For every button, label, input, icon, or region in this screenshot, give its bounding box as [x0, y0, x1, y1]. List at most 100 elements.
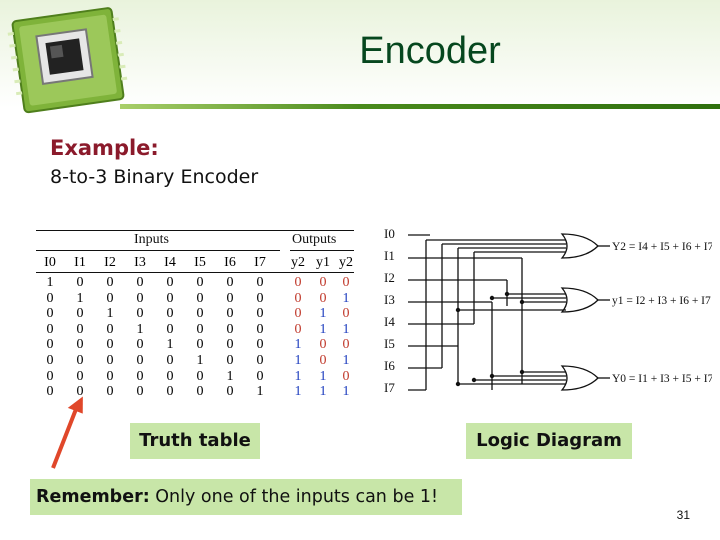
inputs-group-label: Inputs	[134, 232, 169, 247]
input-cell: 0	[166, 275, 174, 290]
column-header: I4	[164, 255, 176, 270]
input-cell: 0	[166, 368, 174, 384]
input-cell: 0	[226, 353, 234, 368]
output-cell: 1	[319, 368, 327, 384]
input-cell: 0	[136, 384, 144, 400]
slide-title: Encoder	[359, 30, 501, 72]
output-equation: y1 = I2 + I3 + I6 + I7	[612, 295, 711, 307]
chip-icon	[7, 7, 128, 114]
input-cell: 0	[166, 290, 174, 306]
input-cell: 0	[136, 353, 144, 368]
remember-text: Only one of the inputs can be 1!	[149, 487, 439, 507]
output-cell: 1	[294, 384, 302, 400]
column-header: I6	[224, 255, 236, 270]
logic-diagram-caption: Logic Diagram	[466, 423, 632, 459]
output-cell: 0	[342, 275, 350, 290]
column-header: I1	[74, 255, 86, 270]
input-label: I3	[384, 292, 395, 307]
output-cell: 0	[294, 306, 302, 322]
example-subtitle: 8-to-3 Binary Encoder	[50, 166, 259, 188]
input-cell: 0	[46, 290, 54, 306]
input-cell: 0	[256, 290, 264, 306]
truth-table-caption: Truth table	[130, 423, 260, 459]
input-cell: 0	[76, 321, 84, 337]
input-cell: 0	[166, 306, 174, 322]
input-cell: 0	[136, 368, 144, 384]
input-cell: 0	[46, 368, 54, 384]
input-cell: 0	[256, 275, 264, 290]
output-cell: 1	[319, 306, 327, 322]
input-cell: 0	[46, 384, 54, 400]
input-cell: 1	[226, 368, 234, 384]
input-cell: 1	[256, 384, 264, 400]
input-cell: 0	[106, 337, 114, 353]
input-cell: 1	[166, 337, 174, 353]
input-cell: 0	[226, 384, 234, 400]
output-cell: 1	[294, 368, 302, 384]
input-cell: 0	[166, 321, 174, 337]
column-header: I7	[254, 255, 266, 270]
input-cell: 0	[106, 384, 114, 400]
header-rule	[120, 104, 720, 109]
input-cell: 0	[196, 368, 204, 384]
input-cell: 0	[226, 337, 234, 353]
output-cell: 0	[319, 290, 327, 306]
slide-header: Encoder	[0, 0, 720, 114]
inputs-group-rule	[36, 250, 280, 251]
output-cell: 0	[294, 275, 302, 290]
input-cell: 0	[136, 290, 144, 306]
output-cell: 1	[342, 384, 350, 400]
input-label: I1	[384, 248, 395, 263]
input-cell: 0	[106, 368, 114, 384]
outputs-group-rule	[290, 250, 354, 251]
input-cell: 0	[196, 337, 204, 353]
input-label: I7	[384, 380, 395, 395]
input-cell: 0	[256, 368, 264, 384]
input-cell: 0	[106, 321, 114, 337]
input-cell: 0	[76, 306, 84, 322]
input-cell: 0	[226, 321, 234, 337]
output-cell: 0	[294, 321, 302, 337]
remember-note: Remember: Only one of the inputs can be …	[30, 479, 462, 515]
column-header: y2	[339, 255, 353, 270]
output-cell: 1	[342, 290, 350, 306]
column-header: y2	[291, 255, 305, 270]
column-header: I2	[104, 255, 116, 270]
input-cell: 0	[256, 337, 264, 353]
output-cell: 1	[342, 353, 350, 368]
input-cell: 0	[76, 353, 84, 368]
output-cell: 0	[294, 290, 302, 306]
input-cell: 0	[136, 275, 144, 290]
output-cell: 1	[319, 384, 327, 400]
input-cell: 1	[196, 353, 204, 368]
input-cell: 0	[106, 290, 114, 306]
input-cell: 0	[226, 290, 234, 306]
input-cell: 0	[256, 306, 264, 322]
input-cell: 1	[136, 321, 144, 337]
output-cell: 0	[342, 368, 350, 384]
column-header: I0	[44, 255, 56, 270]
input-cell: 1	[46, 275, 54, 290]
input-cell: 0	[196, 384, 204, 400]
input-cell: 0	[196, 290, 204, 306]
column-header: I5	[194, 255, 206, 270]
output-cell: 0	[342, 306, 350, 322]
input-cell: 0	[226, 275, 234, 290]
outputs-group-label: Outputs	[292, 232, 337, 247]
input-cell: 0	[106, 353, 114, 368]
input-cell: 0	[256, 353, 264, 368]
input-label: I6	[384, 358, 395, 373]
input-cell: 0	[136, 337, 144, 353]
input-cell: 0	[106, 275, 114, 290]
output-cell: 1	[342, 321, 350, 337]
output-cell: 0	[319, 337, 327, 353]
